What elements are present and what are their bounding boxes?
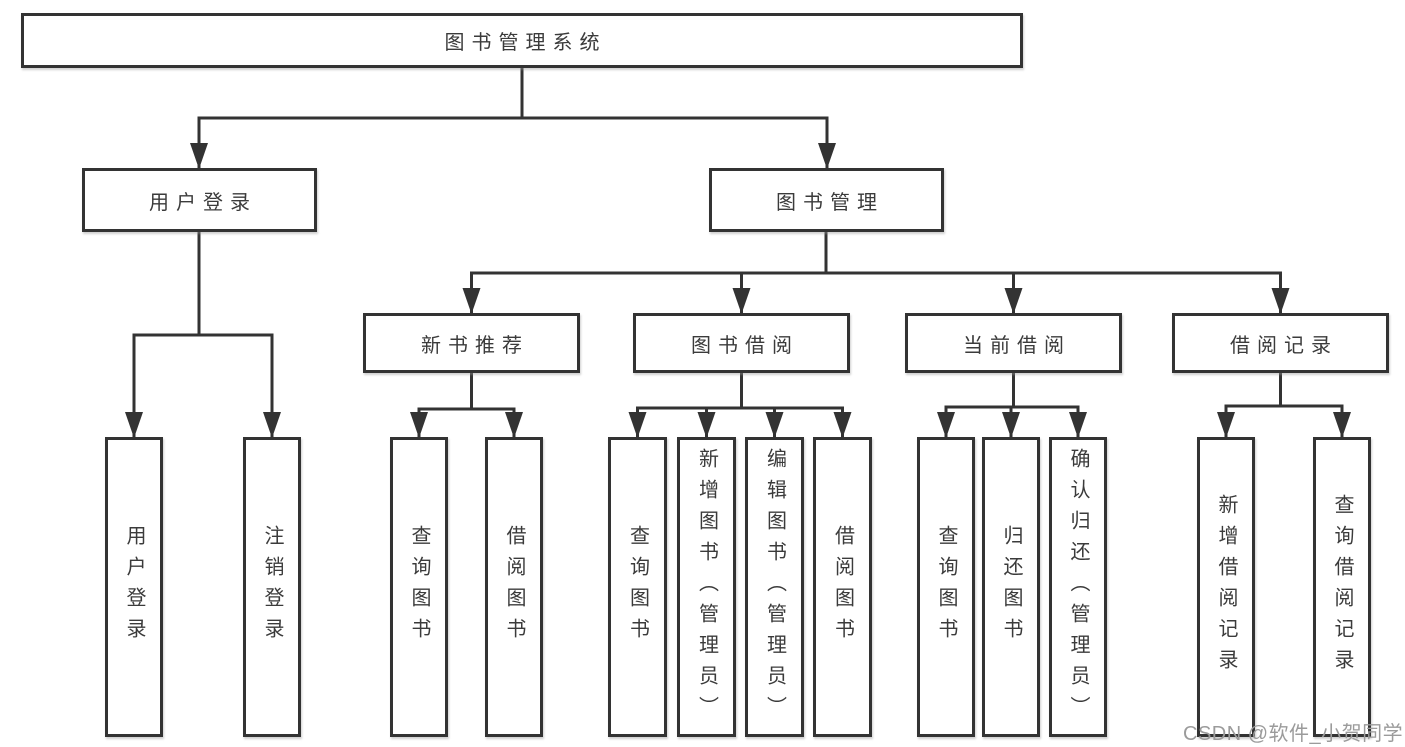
- leaf-recommend-query-books: 查询图书: [390, 437, 448, 737]
- leaf-confirm-return-admin: 确认归还（管理员）: [1049, 437, 1107, 737]
- node-book-borrow: 图书借阅: [633, 313, 850, 373]
- leaf-recommend-borrow-books: 借阅图书: [485, 437, 543, 737]
- leaf-borrow-query-books: 查询图书: [608, 437, 667, 737]
- leaf-query-borrow-record-label: 查询借阅记录: [1331, 494, 1353, 680]
- leaf-recommend-query-books-label: 查询图书: [408, 525, 430, 649]
- leaf-borrow-query-books-label: 查询图书: [626, 525, 649, 649]
- leaf-add-borrow-record: 新增借阅记录: [1197, 437, 1255, 737]
- leaf-borrow-books: 借阅图书: [813, 437, 872, 737]
- node-borrow-record-label: 借阅记录: [1230, 334, 1338, 357]
- leaf-borrow-books-label: 借阅图书: [831, 525, 854, 649]
- leaf-logout-label: 注销登录: [261, 525, 283, 649]
- leaf-add-book-admin: 新增图书（管理员）: [677, 437, 736, 737]
- leaf-recommend-borrow-books-label: 借阅图书: [503, 525, 525, 649]
- node-book-borrow-label: 图书借阅: [691, 334, 799, 357]
- node-root-label: 图书管理系统: [444, 32, 607, 54]
- node-new-book-recommend: 新书推荐: [363, 313, 580, 373]
- leaf-user-login-label: 用户登录: [123, 525, 145, 649]
- node-book-management-label: 图书管理: [776, 191, 884, 214]
- leaf-edit-book-admin: 编辑图书（管理员）: [745, 437, 804, 737]
- leaf-add-borrow-record-label: 新增借阅记录: [1215, 494, 1237, 680]
- leaf-edit-book-admin-label: 编辑图书（管理员）: [763, 447, 786, 727]
- node-user-login: 用户登录: [82, 168, 317, 232]
- node-user-login-label: 用户登录: [149, 191, 257, 214]
- node-current-borrow-label: 当前借阅: [963, 334, 1071, 357]
- leaf-user-login: 用户登录: [105, 437, 163, 737]
- watermark: CSDN @软件_小贺同学: [1183, 723, 1404, 745]
- node-current-borrow: 当前借阅: [905, 313, 1122, 373]
- leaf-confirm-return-admin-label: 确认归还（管理员）: [1067, 447, 1089, 727]
- node-book-management: 图书管理: [709, 168, 944, 232]
- leaf-current-query-books: 查询图书: [917, 437, 975, 737]
- leaf-query-borrow-record: 查询借阅记录: [1313, 437, 1371, 737]
- leaf-logout: 注销登录: [243, 437, 301, 737]
- leaf-add-book-admin-label: 新增图书（管理员）: [695, 447, 718, 727]
- node-new-book-recommend-label: 新书推荐: [421, 334, 529, 357]
- node-root: 图书管理系统: [21, 13, 1023, 68]
- leaf-return-books-label: 归还图书: [1000, 525, 1022, 649]
- node-borrow-record: 借阅记录: [1172, 313, 1389, 373]
- leaf-current-query-books-label: 查询图书: [935, 525, 957, 649]
- leaf-return-books: 归还图书: [982, 437, 1040, 737]
